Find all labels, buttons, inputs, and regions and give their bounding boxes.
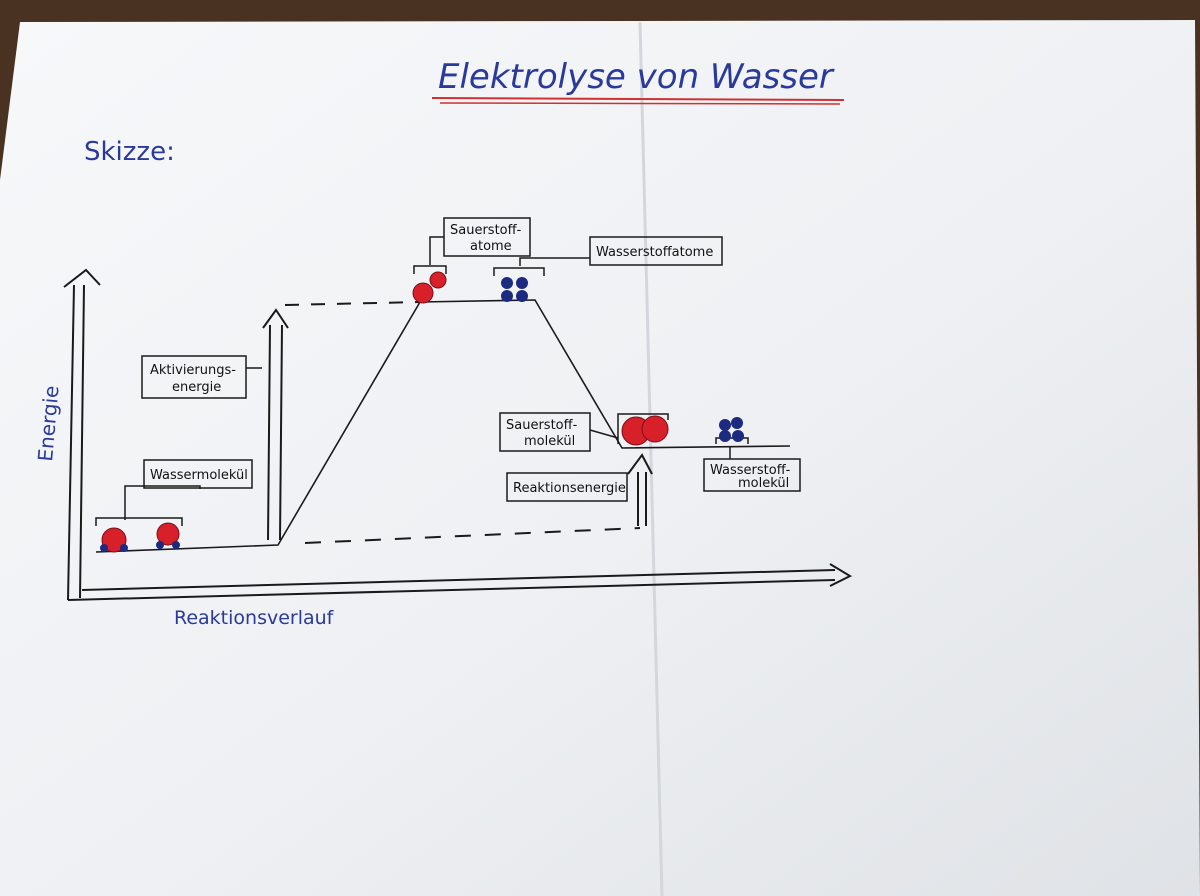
oxygen-molecule: [621, 415, 669, 446]
label-reaktionsenergie: Reaktionsenergie: [506, 472, 628, 502]
energy-curve: [95, 299, 791, 553]
x-axis-label: Reaktionsverlauf: [174, 607, 335, 629]
title-underline-2: [439, 102, 841, 105]
hydrogen-molecule: [719, 417, 744, 442]
label-sauerstoffmolekuel-line2: molekül: [524, 434, 575, 449]
label-aktivierungsenergie-line1: Aktivierungs-: [150, 363, 236, 378]
reaction-energy-arrow: [627, 453, 653, 526]
label-sauerstoffmolekuel: Sauerstoff- molekül: [499, 412, 669, 452]
label-sauerstoffatome-line2: atome: [470, 239, 512, 254]
dashed-line-bottom: [304, 527, 641, 544]
subtitle: Skizze:: [84, 137, 175, 167]
label-reaktionsenergie-text: Reaktionsenergie: [513, 481, 626, 496]
title-underline: [431, 97, 845, 101]
dashed-line-top: [284, 301, 421, 306]
paper-fold: [638, 21, 664, 896]
water-molecule-1: [100, 527, 128, 553]
label-wasserstoffatome: Wasserstoffatome: [493, 236, 723, 276]
label-wasserstoffmolekuel-line2: molekül: [738, 476, 789, 491]
label-aktivierungsenergie: Aktivierungs- energie: [141, 355, 247, 399]
label-wassermolekuel: Wassermolekül: [95, 459, 253, 526]
paper-sheet: [0, 20, 1200, 896]
label-aktivierungsenergie-line2: energie: [172, 380, 221, 395]
y-axis: [63, 268, 101, 601]
activation-energy-arrow: [262, 308, 289, 541]
label-wasserstoffatome-text: Wasserstoffatome: [596, 245, 713, 260]
label-sauerstoffatome-line1: Sauerstoff-: [450, 223, 522, 238]
label-wassermolekuel-text: Wassermolekül: [150, 468, 248, 483]
label-sauerstoffmolekuel-line1: Sauerstoff-: [506, 418, 578, 433]
label-wasserstoffmolekuel: Wasserstoff- molekül: [703, 437, 801, 492]
hydrogen-atoms: [501, 277, 528, 302]
page-title: Elektrolyse von Wasser: [438, 57, 835, 97]
oxygen-atoms: [412, 271, 447, 304]
water-molecule-2: [156, 522, 180, 549]
label-sauerstoffatome: Sauerstoff- atome: [413, 217, 531, 274]
x-axis: [67, 563, 853, 601]
label-wasserstoffmolekuel-line1: Wasserstoff-: [710, 463, 791, 478]
